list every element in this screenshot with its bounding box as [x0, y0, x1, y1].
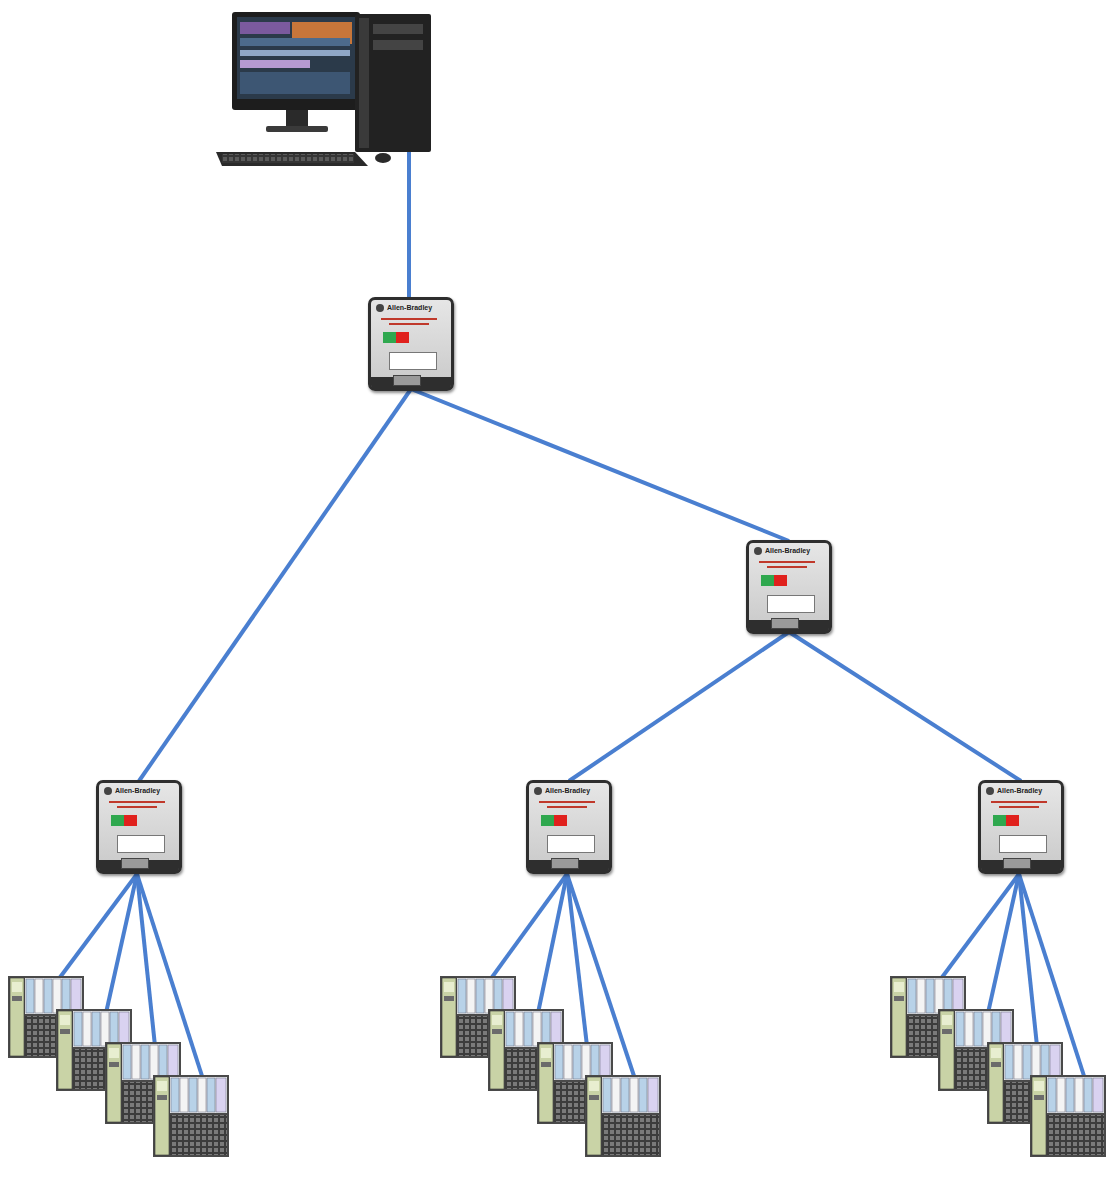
- network-cable: [411, 389, 789, 541]
- network-cable: [988, 874, 1019, 1013]
- module-red2: [999, 806, 1039, 808]
- brand-name: Allen-Bradley: [765, 547, 810, 555]
- module-label: [767, 595, 815, 613]
- switch-module: Allen-Bradley: [746, 540, 832, 634]
- module-red1: [381, 318, 437, 320]
- module-red: [554, 815, 567, 826]
- module-red1: [991, 801, 1047, 803]
- network-cable: [569, 632, 789, 781]
- module-red1: [539, 801, 595, 803]
- brand-name: Allen-Bradley: [115, 787, 160, 795]
- module-port: [551, 858, 579, 869]
- module-green: [761, 575, 774, 586]
- module-green: [541, 815, 554, 826]
- brand-logo: [534, 787, 542, 795]
- module-port: [771, 618, 799, 629]
- module-red2: [389, 323, 429, 325]
- plc-rack: [1030, 1075, 1106, 1157]
- module-red1: [759, 561, 815, 563]
- module-green: [111, 815, 124, 826]
- switch-module: Allen-Bradley: [526, 780, 612, 874]
- switch-module: Allen-Bradley: [978, 780, 1064, 874]
- switch-module: Allen-Bradley: [368, 297, 454, 391]
- network-cable: [106, 874, 137, 1013]
- brand-logo: [104, 787, 112, 795]
- module-red: [124, 815, 137, 826]
- module-port: [121, 858, 149, 869]
- module-green: [993, 815, 1006, 826]
- switch-module: Allen-Bradley: [96, 780, 182, 874]
- brand-logo: [754, 547, 762, 555]
- plc-rack: [585, 1075, 661, 1157]
- module-port: [393, 375, 421, 386]
- brand-logo: [376, 304, 384, 312]
- module-header: Allen-Bradley: [981, 783, 1061, 795]
- brand-name: Allen-Bradley: [545, 787, 590, 795]
- module-red2: [117, 806, 157, 808]
- network-cable: [407, 152, 411, 299]
- module-label: [117, 835, 165, 853]
- module-header: Allen-Bradley: [529, 783, 609, 795]
- module-red: [774, 575, 787, 586]
- module-red1: [109, 801, 165, 803]
- module-port: [1003, 858, 1031, 869]
- module-green: [383, 332, 396, 343]
- network-cable: [538, 874, 567, 1013]
- module-header: Allen-Bradley: [371, 300, 451, 312]
- plc-racks: [8, 976, 1106, 1157]
- module-header: Allen-Bradley: [99, 783, 179, 795]
- network-cable: [789, 632, 1021, 781]
- module-red: [396, 332, 409, 343]
- module-label: [389, 352, 437, 370]
- plc-rack: [153, 1075, 229, 1157]
- brand-logo: [986, 787, 994, 795]
- module-red2: [767, 566, 807, 568]
- module-header: Allen-Bradley: [749, 543, 829, 555]
- module-red: [1006, 815, 1019, 826]
- network-cable: [58, 152, 1085, 1079]
- computer: [216, 12, 431, 166]
- module-label: [999, 835, 1047, 853]
- module-red2: [547, 806, 587, 808]
- module-label: [547, 835, 595, 853]
- network-cable: [139, 389, 411, 781]
- brand-name: Allen-Bradley: [997, 787, 1042, 795]
- brand-name: Allen-Bradley: [387, 304, 432, 312]
